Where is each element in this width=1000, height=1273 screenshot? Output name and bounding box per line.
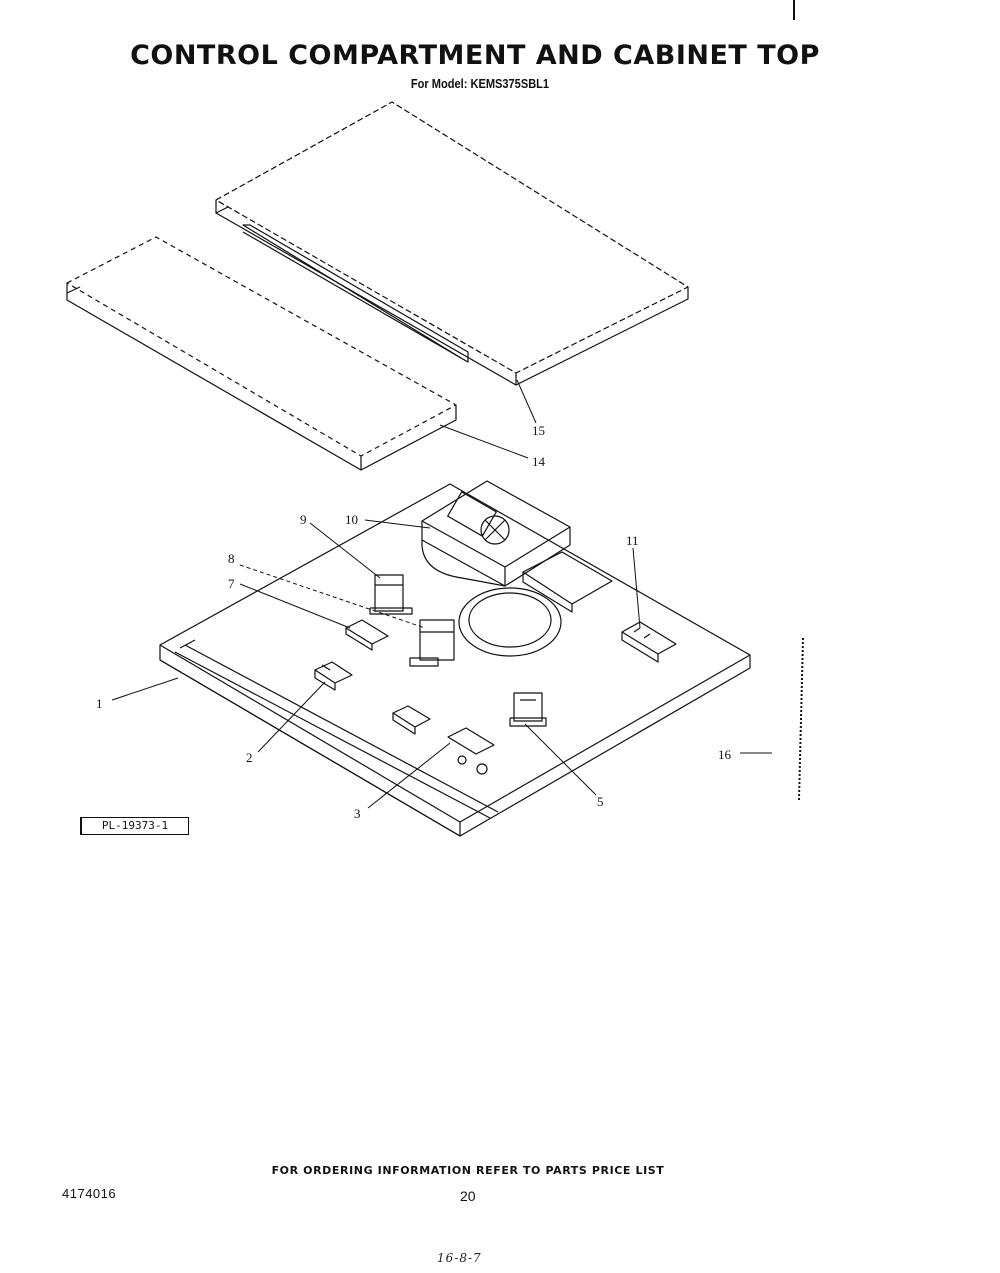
callout-14: 14 — [532, 454, 546, 469]
page-edge-mark — [793, 0, 795, 20]
switch-center — [392, 705, 431, 735]
relay-block — [409, 619, 455, 667]
model-subtitle: For Model: KEMS375SBL1 — [410, 76, 550, 91]
control-compartment-base — [159, 483, 751, 837]
callout-1: 1 — [96, 696, 103, 711]
leader-lines — [111, 379, 772, 809]
transformer-component — [369, 574, 413, 615]
callout-16: 16 — [718, 747, 732, 762]
cabinet-top-panel — [215, 101, 689, 386]
switch-2 — [314, 661, 353, 691]
callout-10: 10 — [345, 512, 358, 527]
document-part-number: 4174016 — [62, 1186, 117, 1201]
callout-labels: 1 2 3 5 7 8 9 10 11 14 15 16 — [96, 423, 732, 821]
wire-harness — [798, 637, 804, 801]
ordering-information-note: FOR ORDERING INFORMATION REFER TO PARTS … — [271, 1164, 665, 1177]
page-title: CONTROL COMPARTMENT AND CABINET TOP — [130, 40, 820, 71]
page-number: 20 — [460, 1188, 476, 1204]
handwritten-note: 16-8-7 — [437, 1251, 482, 1265]
callout-2: 2 — [246, 750, 253, 765]
fan-motor-assembly — [421, 480, 571, 587]
vent-opening — [522, 551, 613, 613]
callout-9: 9 — [300, 512, 307, 527]
plate-label-box: PL-19373-1 — [80, 817, 189, 835]
turntable-ring — [458, 587, 562, 657]
callout-3: 3 — [354, 806, 361, 821]
terminal-strip — [621, 621, 677, 663]
bracket-5 — [509, 692, 547, 727]
callout-7: 7 — [228, 576, 235, 591]
connector-7 — [345, 619, 389, 651]
callout-11: 11 — [626, 533, 639, 548]
callout-5: 5 — [597, 794, 604, 809]
callout-15: 15 — [532, 423, 545, 438]
callout-8: 8 — [228, 551, 235, 566]
plate-3 — [447, 727, 495, 775]
front-panel-strip — [66, 236, 457, 471]
